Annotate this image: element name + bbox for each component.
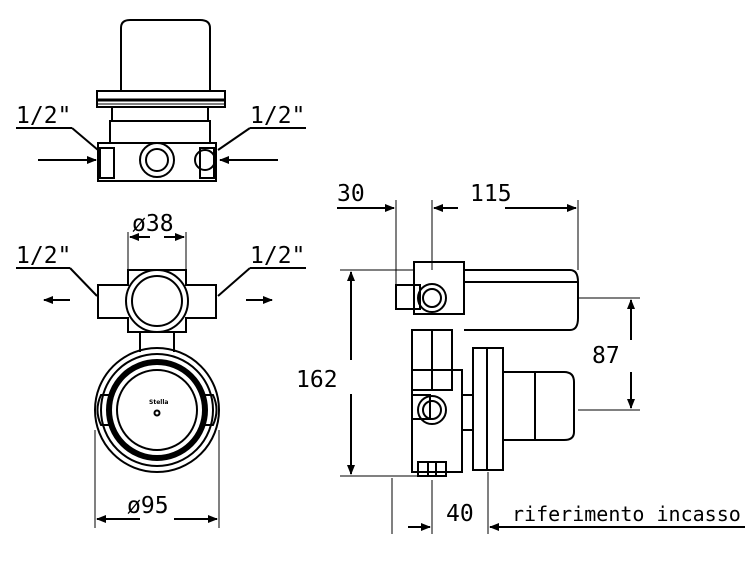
top-left-inlet-label: 1/2" (16, 103, 71, 129)
front-right-inlet-label: 1/2" (250, 243, 305, 269)
front-left-inlet-label: 1/2" (16, 243, 71, 269)
body-diameter-label: ø38 (132, 211, 174, 237)
recess-reference-label: riferimento incasso (512, 502, 741, 526)
side-length-label: 115 (470, 181, 512, 207)
top-view (16, 19, 306, 182)
brand-mark: Stella (149, 399, 168, 406)
plate-diameter-label: ø95 (127, 493, 169, 519)
top-right-inlet-label: 1/2" (250, 103, 305, 129)
side-offset-label: 30 (337, 181, 365, 207)
side-spacing-label: 87 (592, 343, 620, 369)
side-height-label: 162 (296, 367, 338, 393)
front-view (16, 232, 306, 528)
side-view (337, 200, 745, 534)
side-depth-label: 40 (446, 501, 474, 527)
